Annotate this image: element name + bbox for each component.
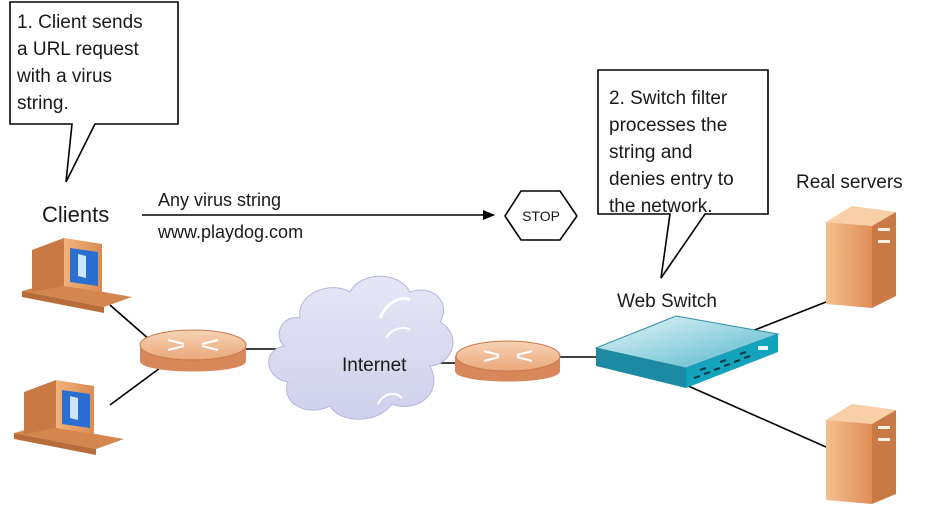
stop-sign-icon: STOP [504, 190, 578, 241]
stop-sign-label: STOP [522, 208, 560, 224]
callout-switch-line-4: denies entry to [609, 169, 734, 190]
callout-client-line-1: 1. Client sends [17, 12, 143, 33]
web-switch-label: Web Switch [617, 291, 717, 312]
callout-client-line-4: string. [17, 93, 69, 114]
callout-switch-filter: 2. Switch filter processes the string an… [597, 69, 769, 279]
link-switch-server2 [685, 384, 827, 448]
callout-client-request: 1. Client sends a URL request with a vir… [9, 1, 179, 183]
network-links [109, 301, 827, 448]
link-client1-router [109, 304, 151, 341]
real-servers-label: Real servers [796, 172, 903, 193]
router-icon [455, 340, 561, 382]
callout-client-line-2: a URL request [17, 39, 140, 60]
router-icon [139, 329, 247, 372]
clients-label: Clients [42, 202, 109, 227]
link-client2-router [109, 367, 161, 406]
internet-label: Internet [342, 355, 407, 376]
virus-request-arrow: Any virus string www.playdog.com [142, 190, 495, 242]
server-icon [826, 206, 896, 308]
server-icon [826, 404, 896, 504]
request-line-2: www.playdog.com [157, 222, 303, 242]
callout-switch-line-1: 2. Switch filter [609, 88, 728, 109]
web-switch-icon [594, 315, 780, 388]
request-line-1: Any virus string [158, 190, 281, 210]
link-switch-server1 [741, 301, 827, 336]
internet-cloud-icon: Internet [268, 275, 454, 420]
callout-client-line-3: with a virus [16, 66, 112, 87]
callout-switch-line-3: string and [609, 142, 692, 163]
callout-switch-line-5: the network. [609, 196, 713, 217]
client-computer-icon [22, 238, 132, 313]
client-computer-icon [14, 380, 124, 455]
callout-switch-line-2: processes the [609, 115, 727, 136]
